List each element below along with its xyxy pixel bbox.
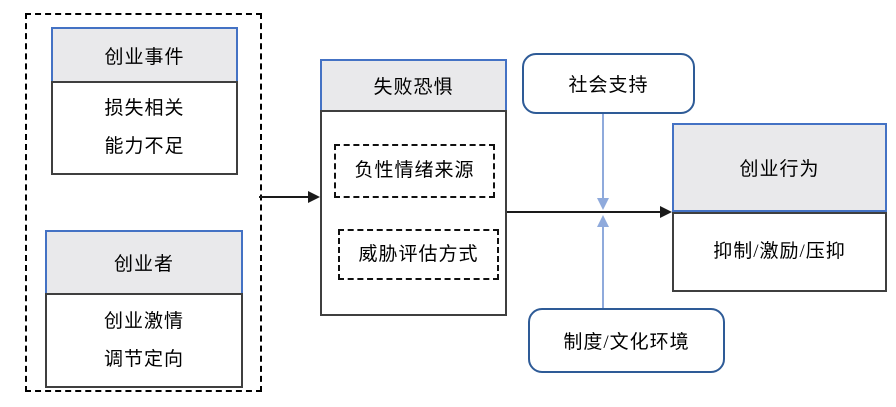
fear-box-body: 负性情绪来源 威胁评估方式 — [320, 110, 507, 316]
entrepreneur-box-title: 创业者 — [113, 254, 174, 275]
social-support-arrowhead-down-icon — [597, 198, 609, 210]
fear-box-title: 失败恐惧 — [373, 77, 454, 98]
social-support-arrow-line — [602, 114, 604, 199]
entrepreneur-box: 创业者 创业激情 调节定向 — [45, 230, 243, 388]
event-box-body: 损失相关 能力不足 — [51, 81, 238, 175]
institution-culture-label: 制度/文化环境 — [563, 332, 690, 353]
input-arrowhead-right-icon — [308, 191, 320, 203]
entrepreneur-body-line: 调节定向 — [103, 348, 184, 370]
behavior-box-header: 创业行为 — [672, 123, 887, 212]
behavior-box-body: 抑制/激励/压抑 — [672, 212, 887, 292]
institution-arrowhead-up-icon — [597, 215, 609, 227]
main-arrowhead-right-icon — [660, 206, 672, 218]
antecedents-group-frame — [25, 13, 262, 392]
social-support-box: 社会支持 — [522, 53, 695, 114]
behavior-box-title: 创业行为 — [739, 159, 820, 180]
input-arrow-line — [259, 196, 310, 198]
entrepreneurial-behavior-box: 创业行为 抑制/激励/压抑 — [672, 123, 887, 292]
fear-box-header: 失败恐惧 — [320, 59, 507, 112]
threat-appraisal-label: 威胁评估方式 — [358, 243, 479, 265]
entrepreneur-body-line: 创业激情 — [103, 310, 184, 332]
negative-emotion-source-label: 负性情绪来源 — [354, 160, 475, 181]
fear-of-failure-box: 失败恐惧 负性情绪来源 威胁评估方式 — [320, 59, 507, 316]
event-body-line: 损失相关 — [104, 98, 185, 119]
behavior-body-line: 抑制/激励/压抑 — [713, 241, 846, 262]
entrepreneur-box-header: 创业者 — [45, 230, 243, 295]
entrepreneur-box-body: 创业激情 调节定向 — [45, 293, 243, 388]
event-body-line: 能力不足 — [104, 136, 185, 157]
event-box-title: 创业事件 — [104, 46, 185, 68]
institution-culture-box: 制度/文化环境 — [528, 308, 725, 373]
negative-emotion-source-box: 负性情绪来源 — [334, 144, 495, 198]
institution-arrow-line — [602, 226, 604, 308]
main-arrow-line — [507, 211, 662, 213]
threat-appraisal-box: 威胁评估方式 — [338, 229, 499, 280]
event-box-header: 创业事件 — [51, 27, 238, 83]
event-box: 创业事件 损失相关 能力不足 — [51, 27, 238, 175]
social-support-label: 社会支持 — [568, 75, 649, 96]
